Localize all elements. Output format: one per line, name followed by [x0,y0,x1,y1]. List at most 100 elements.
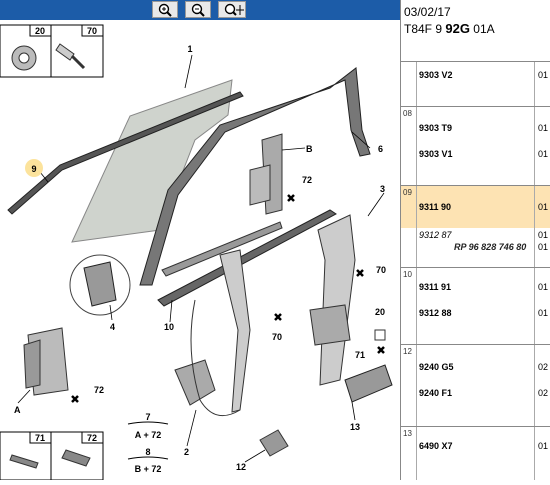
part-qty: 01 [538,202,549,212]
part-row[interactable]: 9240 F1 02 [401,386,550,402]
part-qty: 01 [538,123,549,133]
zoom-in-icon [158,3,172,17]
outer-weatherstrip [7,91,244,215]
kit-7-formula: A + 72 [135,430,161,440]
callout-12: 12 [236,462,246,472]
group-row-12: 12 9240 G5 02 9240 F1 02 [401,345,550,427]
kit-8-label: 8 [145,447,150,457]
callout-70-mid: 70 [272,332,282,342]
window-handle [259,429,289,457]
sub-part-code: 9312 87 [419,230,452,240]
hardware-box-top: 20 70 [0,24,104,78]
callout-71: 71 [355,350,365,360]
group-row-10: 10 9311 91 01 9312 88 01 [401,268,550,345]
bolt-part [61,449,91,467]
sub-part-row[interactable]: 9312 87 01 [401,228,550,244]
part-qty: 02 [538,388,549,398]
sub-part-reference: RP 96 828 746 80 [454,242,527,252]
callout-1: 1 [187,44,192,54]
callout-4: 4 [110,322,115,332]
ref-prefix: T84F 9 [404,22,446,36]
parts-list-panel: 03/02/17 T84F 9 92G 01A 9303 V2 01 08 93… [400,0,550,480]
group-number: 10 [403,270,412,279]
window-regulator [219,249,251,413]
part-row[interactable]: 9303 V2 01 [401,68,550,84]
part-code: 6490 X7 [419,441,453,451]
part-row[interactable]: 9240 G5 02 [401,360,550,376]
sub-part-ref-qty: 01 [538,242,549,252]
part-row[interactable]: 9312 88 01 [401,306,550,322]
parts-diagram: 20 70 [0,0,400,481]
sub-part-qty: 01 [538,230,549,240]
part-qty: 02 [538,362,549,372]
part-row[interactable]: 9311 91 01 [401,280,550,296]
callout-72-box: 72 [87,433,97,443]
group-row-08: 08 9303 T9 01 9303 V1 01 [401,107,550,186]
selected-highlight [401,186,550,228]
window-switch [344,364,393,403]
lower-weatherstrip [157,209,337,307]
part-code: 9311 90 [419,202,452,212]
part-qty: 01 [538,441,549,451]
header-reference: T84F 9 92G 01A [404,21,495,36]
callout-70: 70 [87,26,97,36]
callout-72-top: 72 [302,175,312,185]
callout-b: B [306,144,313,154]
hardware-box-bottom: 71 72 [0,431,104,481]
group-row: 9303 V2 01 [401,62,550,107]
clip-part [55,43,75,61]
callout-2: 2 [184,447,189,457]
small-cap-part [374,329,386,341]
rear-regulator [317,214,356,386]
group-number: 13 [403,429,412,438]
part-row[interactable]: 9303 V1 01 [401,147,550,163]
parts-header: 03/02/17 T84F 9 92G 01A [401,0,550,62]
fastener-markers [71,194,385,403]
kit-callouts: 7 A + 72 8 B + 72 [127,412,169,474]
callout-71-box: 71 [35,433,45,443]
part-row[interactable]: 6490 X7 01 [401,439,550,455]
part-code: 9303 V1 [419,149,453,159]
part-code: 9303 V2 [419,70,453,80]
part-code: 9311 91 [419,282,452,292]
group-number: 09 [403,188,412,197]
callout-13: 13 [350,422,360,432]
kit-7-label: 7 [145,412,150,422]
screw-part [9,454,39,469]
kit-8-formula: B + 72 [135,464,162,474]
diagram-toolbar [0,0,400,20]
zoom-move-icon [224,3,244,16]
callout-9[interactable]: 9 [31,164,36,174]
part-code: 9240 G5 [419,362,454,372]
group-row-13: 13 6490 X7 01 [401,427,550,480]
callout-72-left: 72 [94,385,104,395]
sub-part-ref-row[interactable]: RP 96 828 746 80 01 [401,240,550,256]
zoom-out-icon [191,3,205,17]
part-row[interactable]: 9303 T9 01 [401,121,550,137]
part-code: 9303 T9 [419,123,453,133]
callout-70-right: 70 [376,265,386,275]
callouts: 1 6 3 B 72 70 70 20 71 13 10 4 72 A 2 12… [14,44,386,472]
callout-a: A [14,405,21,415]
part-code: 9312 88 [419,308,452,318]
zoom-out-button[interactable] [185,1,211,18]
part-row-selected[interactable]: 9311 90 01 [401,200,550,216]
zoom-in-button[interactable] [152,1,178,18]
callout-6: 6 [378,144,383,154]
part-qty: 01 [538,149,549,159]
part-code: 9240 F1 [419,388,453,398]
window-frame-channel [139,67,371,286]
callout-3: 3 [380,184,385,194]
header-date: 03/02/17 [404,5,451,19]
part-qty: 01 [538,70,549,80]
group-row-09: 09 9311 90 01 9312 87 01 RP 96 828 746 8… [401,186,550,268]
exploded-view: 20 70 [0,24,393,481]
callout-10: 10 [164,322,174,332]
callout-9-highlight[interactable] [25,159,43,177]
zoom-move-button[interactable] [218,1,246,18]
window-glass [71,79,233,243]
part-qty: 01 [538,282,549,292]
group-number: 08 [403,109,412,118]
ref-suffix: 01A [469,22,495,36]
group-number: 12 [403,347,412,356]
